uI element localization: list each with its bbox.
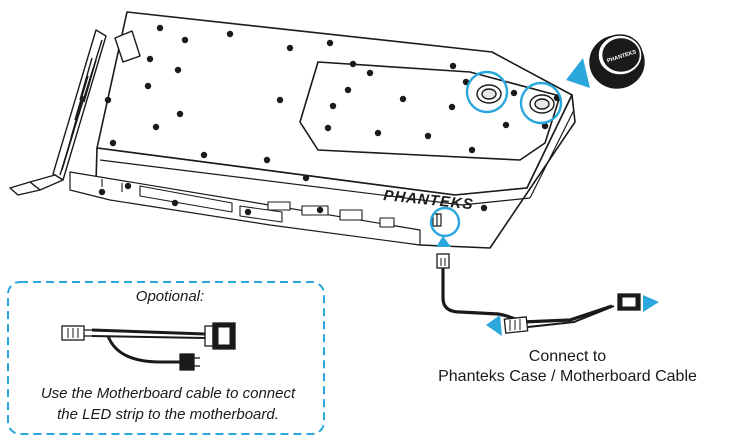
arrow-to-port [566, 58, 590, 88]
optional-box-title: Opotional: [135, 288, 205, 305]
pcie-bracket [9, 29, 107, 196]
optional-box [7, 281, 325, 435]
optional-desc-line1: Use the Motherboard cable to connect [40, 385, 296, 402]
rgb-connector-cable [436, 253, 641, 334]
optional-desc-line2: the LED strip to the motherboard. [57, 406, 279, 423]
optional-box-description: Use the Motherboard cable to connect the… [12, 383, 324, 425]
connect-caption-line2: Phanteks Case / Motherboard Cable [438, 368, 697, 385]
motherboard-cable [61, 322, 236, 371]
arrow-left-connector [486, 315, 502, 336]
port-plug: PHANTEKS [589, 34, 645, 89]
connect-caption: Connect to Phanteks Case / Motherboard C… [400, 347, 731, 387]
arrow-up-to-port [436, 236, 451, 247]
connect-caption-line1: Connect to [528, 348, 607, 365]
screw-holes [98, 24, 561, 216]
arrow-right-connector [643, 295, 659, 312]
port-fittings [476, 84, 555, 114]
port-highlight-circles [429, 70, 563, 238]
